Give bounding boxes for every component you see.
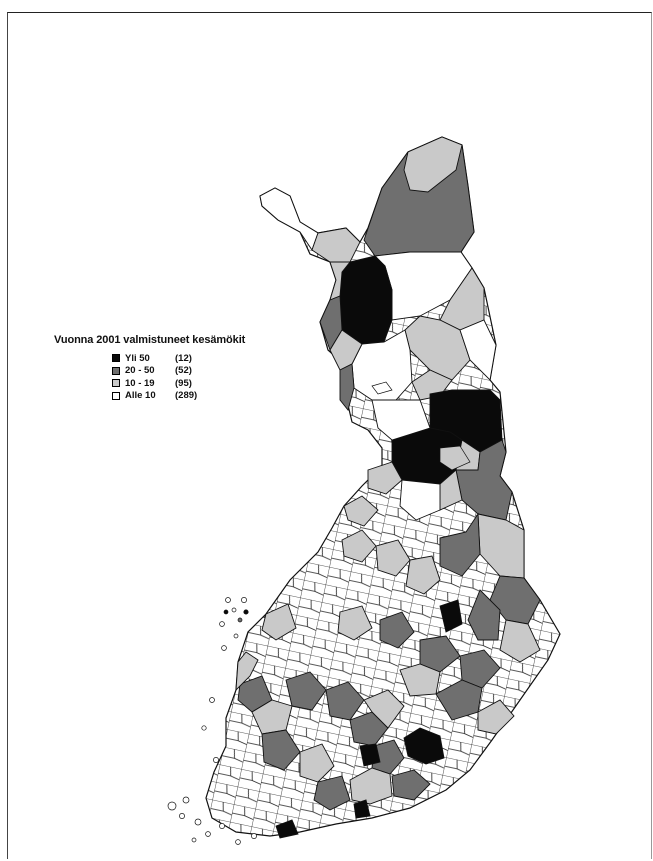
region-hame-1 (349, 711, 389, 747)
region-kymi-1 (391, 769, 431, 801)
region-tervola (339, 363, 355, 411)
region-black-mikkeli (403, 727, 445, 765)
region-raahe (343, 495, 379, 527)
region-coast-2 (261, 603, 297, 641)
lake-icon (439, 445, 471, 471)
legend-count: (12) (175, 352, 192, 364)
region-enontekio (259, 187, 319, 251)
lake-icon (371, 381, 393, 395)
region-uusimaa-2 (349, 767, 393, 805)
region-savo-2 (459, 649, 501, 689)
legend-label: 20 - 50 (125, 365, 155, 377)
region-black-north (339, 255, 393, 345)
region-saimaa-2 (477, 699, 515, 735)
region-black-hame (359, 743, 381, 767)
region-black-south-1 (353, 799, 371, 819)
legend-count: (52) (175, 365, 192, 377)
region-uusimaa-1 (313, 775, 351, 811)
region-salla (459, 319, 497, 381)
region-pohjanmaa-1 (341, 529, 377, 563)
region-oulu-1 (367, 461, 403, 495)
legend-item: 20 - 50 (52) (112, 365, 245, 378)
region-utsjoki (403, 136, 463, 193)
region-pijanne (363, 689, 405, 729)
region-pirkanmaa-2 (325, 681, 365, 721)
region-varsinais-2 (299, 743, 335, 783)
region-saimaa-1 (435, 679, 483, 721)
region-keski-1 (405, 555, 441, 595)
region-pello (329, 329, 363, 371)
region-kaavi (467, 589, 501, 641)
legend-item: Alle 10 (289) (112, 390, 245, 403)
region-pirkanmaa-1 (285, 671, 327, 711)
region-satakunta-2 (251, 699, 293, 735)
legend-count: (95) (175, 377, 192, 389)
legend-title: Vuonna 2001 valmistuneet kesämökit (54, 334, 246, 346)
region-varsinais-1 (261, 729, 301, 771)
region-keski-2 (337, 605, 373, 641)
legend-swatch (112, 366, 120, 375)
region-coast-1 (235, 651, 259, 692)
region-keski-3 (379, 611, 415, 649)
legend-label: Alle 10 (125, 390, 156, 402)
region-joensuu (499, 619, 541, 663)
region-black-kuopio (439, 599, 463, 633)
legend-item: Yli 50 (12) (112, 352, 245, 365)
legend-swatch (112, 354, 120, 363)
legend-label: Yli 50 (125, 352, 150, 364)
region-savo-3 (399, 663, 441, 697)
region-black-south-2 (275, 819, 299, 839)
legend-swatch (112, 379, 120, 388)
legend-swatch (112, 391, 120, 400)
legend-label: 10 - 19 (125, 377, 155, 389)
legend-item: 10 - 19 (95) (112, 377, 245, 390)
region-oulu-2 (399, 479, 441, 521)
legend-count: (289) (175, 390, 198, 402)
archipelago-islands (167, 597, 257, 845)
region-kainuu-grey (439, 512, 481, 577)
map-legend: Vuonna 2001 valmistuneet kesämökit Yli 5… (54, 334, 245, 402)
region-ranua (371, 399, 431, 441)
region-pohjanmaa-2 (375, 539, 411, 577)
region-savo-1 (419, 635, 461, 673)
